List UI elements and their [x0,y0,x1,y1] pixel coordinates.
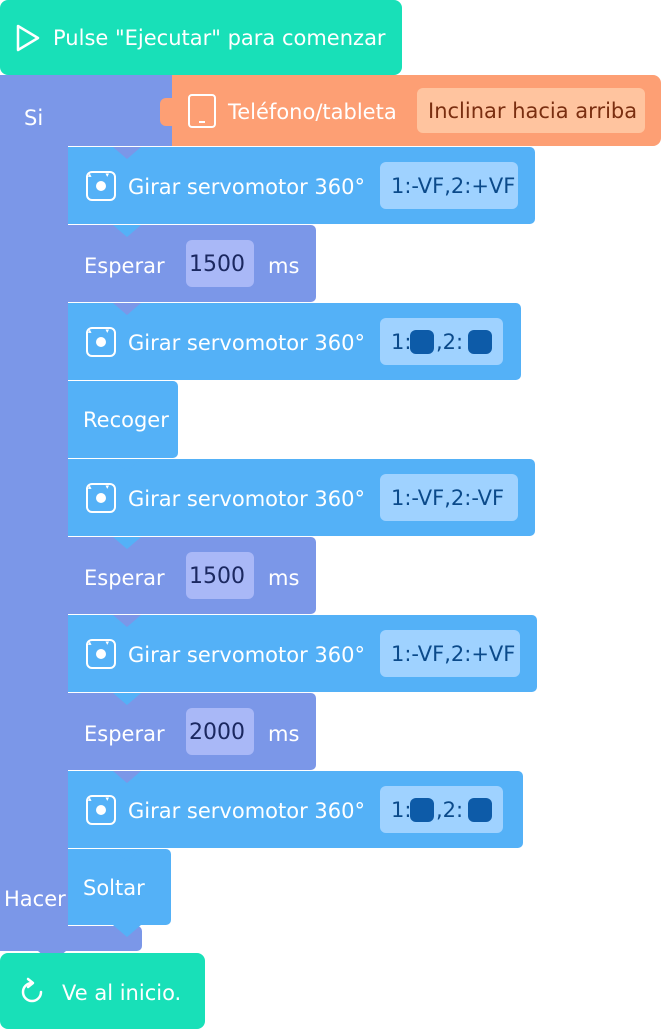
wait-unit: ms [268,254,300,278]
servo1-color-swatch[interactable] [410,330,434,354]
pick-up-label: Recoger [83,408,169,432]
wait-unit: ms [268,566,300,590]
servo-direction-field[interactable]: 1: ,2: [380,786,503,833]
start-event-label: Pulse "Ejecutar" para comenzar [53,26,386,50]
rotate-servo-block-4[interactable]: Girar servomotor 360° 1:-VF,2:+VF [68,615,537,692]
wait-label: Esperar [84,722,165,746]
restart-icon [21,977,43,1003]
servo-direction-field[interactable]: 1:-VF,2:+VF [380,162,518,209]
servo-direction-field[interactable]: 1:-VF,2:+VF [380,630,520,677]
wait-duration-input[interactable]: 1500 [186,240,254,287]
servo-icon [86,327,116,357]
rotate-servo-label: Girar servomotor 360° [128,643,365,667]
go-to-start-block[interactable]: Ve al inicio. [0,953,205,1029]
wait-duration-input[interactable]: 1500 [186,552,254,599]
go-to-start-label: Ve al inicio. [62,981,182,1005]
tilt-direction-dropdown[interactable]: Inclinar hacia arriba [417,88,645,133]
pick-up-block[interactable]: Recoger [68,381,178,458]
servo-icon [86,483,116,513]
servo2-color-swatch[interactable] [468,798,492,822]
condition-block[interactable]: Teléfono/tableta Inclinar hacia arriba [172,75,661,146]
do-label: Hacer [4,887,66,911]
rotate-servo-label: Girar servomotor 360° [128,331,365,355]
play-icon [16,24,40,52]
rotate-servo-block-5[interactable]: Girar servomotor 360° 1: ,2: [68,771,523,848]
wait-duration-input[interactable]: 2000 [186,708,254,755]
rotate-servo-block-1[interactable]: Girar servomotor 360° 1:-VF,2:+VF [68,147,535,224]
release-block[interactable]: Soltar [68,849,171,925]
servo2-color-swatch[interactable] [468,330,492,354]
servo-icon [86,171,116,201]
start-event-block[interactable]: Pulse "Ejecutar" para comenzar [0,0,402,75]
rotate-servo-label: Girar servomotor 360° [128,487,365,511]
release-label: Soltar [83,876,145,900]
wait-label: Esperar [84,254,165,278]
rotate-servo-block-2[interactable]: Girar servomotor 360° 1: ,2: [68,303,521,380]
rotate-servo-label: Girar servomotor 360° [128,175,365,199]
wait-label: Esperar [84,566,165,590]
servo-icon [86,795,116,825]
wait-block-2[interactable]: Esperar 1500 ms [68,537,316,614]
servo1-color-swatch[interactable] [410,798,434,822]
wait-block-3[interactable]: Esperar 2000 ms [68,693,316,770]
if-do-block[interactable] [0,75,68,951]
wait-block-1[interactable]: Esperar 1500 ms [68,225,316,302]
wait-unit: ms [268,722,300,746]
servo-direction-field[interactable]: 1:-VF,2:-VF [380,474,518,521]
servo-icon [86,639,116,669]
servo-direction-field[interactable]: 1: ,2: [380,318,503,365]
if-label: Si [24,106,44,130]
rotate-servo-label: Girar servomotor 360° [128,799,365,823]
rotate-servo-block-3[interactable]: Girar servomotor 360° 1:-VF,2:-VF [68,459,535,536]
tablet-icon [188,94,216,128]
condition-device-label: Teléfono/tableta [228,100,397,124]
